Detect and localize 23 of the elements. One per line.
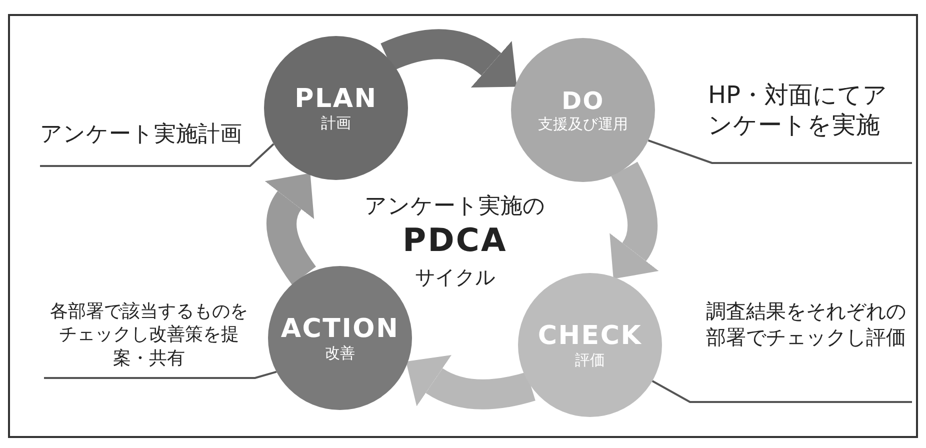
- phase-title: DO: [562, 88, 604, 112]
- leader-line: [40, 143, 274, 167]
- leader-line: [648, 139, 912, 164]
- cycle-arrow: [381, 29, 518, 89]
- cycle-caption: サイクル: [414, 264, 496, 291]
- phase-subtitle: 計画: [321, 116, 351, 130]
- note-text: 調査結果をそれぞれの部署でチェックし評価: [706, 298, 914, 402]
- phase-title: PLAN: [294, 86, 378, 112]
- phase-subtitle: 改善: [325, 346, 355, 360]
- note-text: 各部署で該当するものをチェックし改善策を提案・共有: [44, 300, 254, 378]
- phase-subtitle: 評価: [575, 352, 605, 368]
- cycle-arrow: [405, 354, 536, 410]
- phase-title: CHECK: [538, 322, 642, 348]
- cycle-caption: アンケート実施の: [364, 193, 546, 221]
- cycle-heading: PDCA: [402, 224, 508, 256]
- leader-line: [652, 380, 912, 403]
- phase-title: ACTION: [280, 316, 400, 342]
- phase-subtitle: 支援及び運用: [538, 116, 628, 132]
- leader-line: [44, 370, 277, 379]
- note-text: HP・対面にてアンケートを実施: [708, 80, 905, 163]
- cycle-arrow: [608, 162, 660, 280]
- note-text: アンケート実施計画: [40, 118, 255, 166]
- cycle-arrow: [264, 172, 316, 284]
